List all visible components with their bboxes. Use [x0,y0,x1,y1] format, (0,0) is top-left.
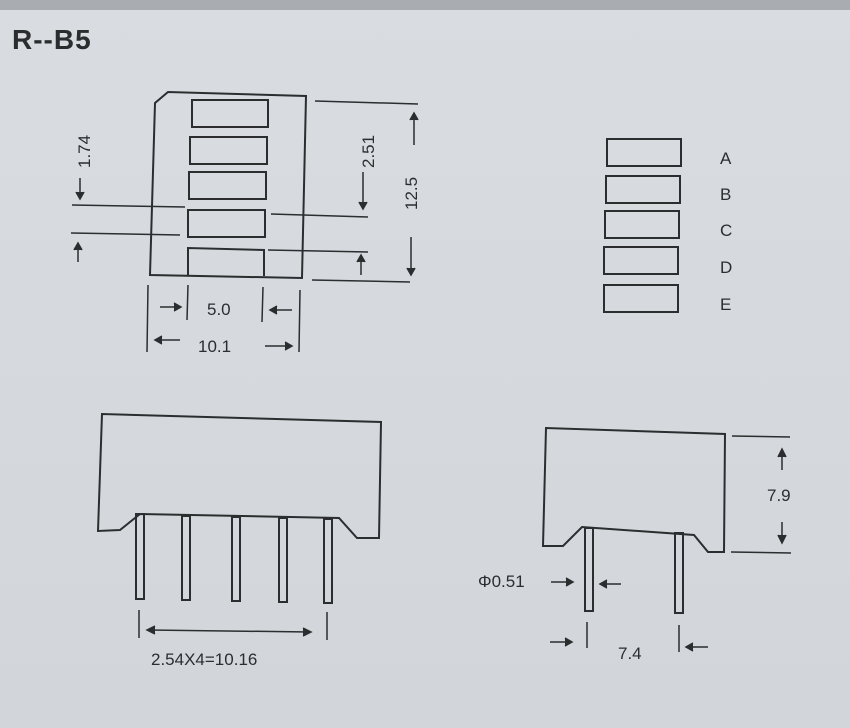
segment-label-d: D [720,258,733,277]
dim-pin-diameter: Φ0.51 [478,572,525,591]
segment-label-b: B [720,185,732,204]
dim-overall-height: 12.5 [402,176,421,210]
segment-label-e: E [720,295,732,314]
dim-segment-pitch: 1.74 [75,134,94,168]
dim-pin-spacing: 2.54X4=10.16 [151,650,258,669]
dim-end-height: 7.9 [767,486,791,505]
end-view-outline [541,426,727,614]
side-view-outline [96,412,383,604]
segment-label-a: A [720,149,732,168]
front-view-outline [148,90,308,280]
segment-label-c: C [720,221,733,240]
end-view-dimensions [550,435,792,652]
dim-segment-width: 5.0 [207,300,231,319]
part-title: R--B5 [12,24,92,55]
dim-segment-height: 2.51 [359,134,378,168]
front-view-dimensions [70,100,419,353]
dim-row-spacing: 7.4 [618,644,642,663]
sheet-edge [0,0,850,10]
dim-overall-width: 10.1 [198,337,232,356]
pin-spacing-dimension [138,610,328,640]
segment-legend-boxes [603,138,682,313]
